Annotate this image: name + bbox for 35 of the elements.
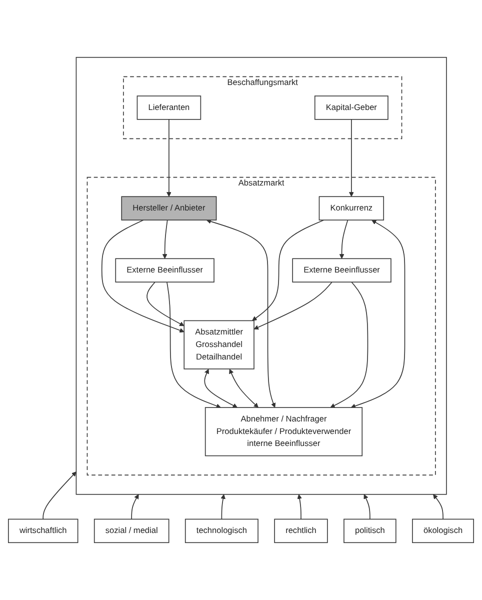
- node-box: Abnehmer / Nachfrager Produktekäufer / Produkteverwender interne Beeinflusser: [204, 407, 363, 456]
- node-box: Hersteller / Anbieter: [121, 196, 217, 220]
- node-box: Absatzmittler Grosshandel Detailhandel: [184, 320, 254, 370]
- arrow: [433, 494, 444, 520]
- node-box: sozial / medial: [94, 518, 170, 544]
- cluster: [76, 56, 447, 495]
- arrow: [350, 220, 406, 408]
- arrow: [204, 368, 238, 408]
- node-box: politisch: [344, 518, 396, 544]
- arrow: [42, 472, 76, 520]
- arrow: [229, 368, 258, 408]
- arrow: [166, 119, 172, 197]
- arrow: [339, 220, 348, 259]
- arrow: [349, 119, 354, 197]
- arrow: [101, 220, 184, 333]
- arrow: [166, 282, 221, 408]
- arrow: [252, 220, 324, 321]
- arrow: [297, 494, 302, 520]
- node-box: technologisch: [184, 518, 258, 544]
- node-box: ökologisch: [412, 518, 474, 544]
- node-box: Externe Beeinflusser: [115, 258, 214, 282]
- arrow: [254, 282, 332, 330]
- node-box: Lieferanten: [136, 96, 202, 120]
- node-box: rechtlich: [274, 518, 328, 544]
- node-box: Kapital-Geber: [314, 96, 388, 120]
- arrow: [162, 220, 168, 259]
- arrow: [146, 282, 184, 326]
- arrow: [330, 282, 368, 408]
- arrow: [364, 494, 370, 520]
- arrow: [220, 494, 226, 520]
- node-box: Konkurrenz: [318, 196, 384, 220]
- arrow: [206, 219, 276, 408]
- arrow: [131, 494, 139, 520]
- node-box: wirtschaftlich: [8, 518, 78, 544]
- node-box: Externe Beeinflusser: [292, 258, 392, 282]
